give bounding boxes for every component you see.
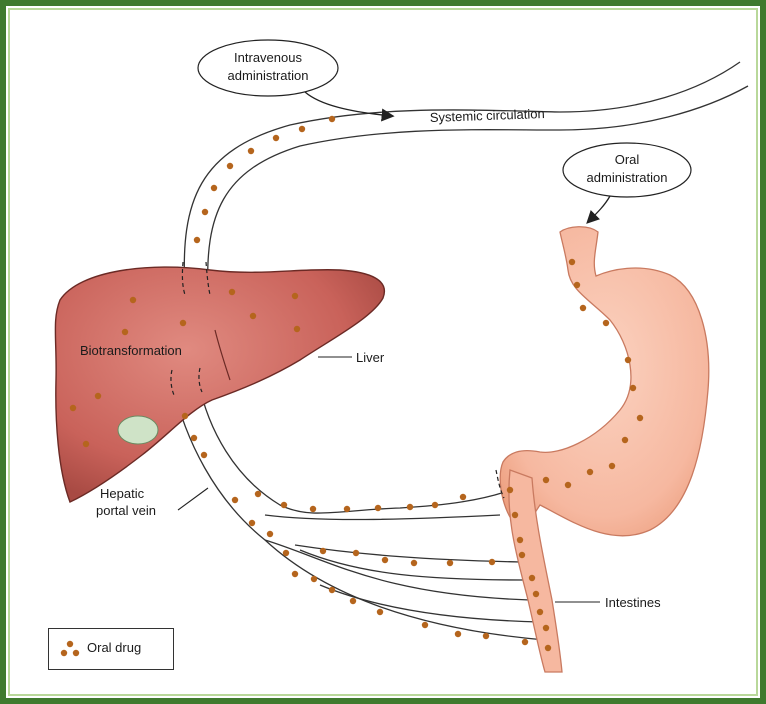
hepatic-label-line2: portal vein (96, 503, 156, 518)
intestines-label: Intestines (605, 595, 661, 610)
hepatic-portal-vein (172, 380, 545, 640)
oral-drug-legend-icon (59, 639, 81, 659)
liver (55, 267, 384, 502)
intravenous-label-line2: administration (228, 68, 309, 83)
legend: Oral drug (48, 628, 174, 670)
intravenous-callout: Intravenous administration (198, 40, 392, 116)
oral-label-line1: Oral (615, 152, 640, 167)
gallbladder (118, 416, 158, 444)
hepatic-leader-line (178, 488, 208, 510)
oral-callout: Oral administration (563, 143, 691, 222)
hepatic-label-line1: Hepatic (100, 486, 145, 501)
legend-label: Oral drug (87, 640, 141, 655)
biotransformation-label: Biotransformation (80, 343, 182, 358)
liver-label: Liver (356, 350, 385, 365)
systemic-circulation-label: Systemic circulation (430, 106, 545, 125)
oral-label-line2: administration (587, 170, 668, 185)
intravenous-label-line1: Intravenous (234, 50, 302, 65)
